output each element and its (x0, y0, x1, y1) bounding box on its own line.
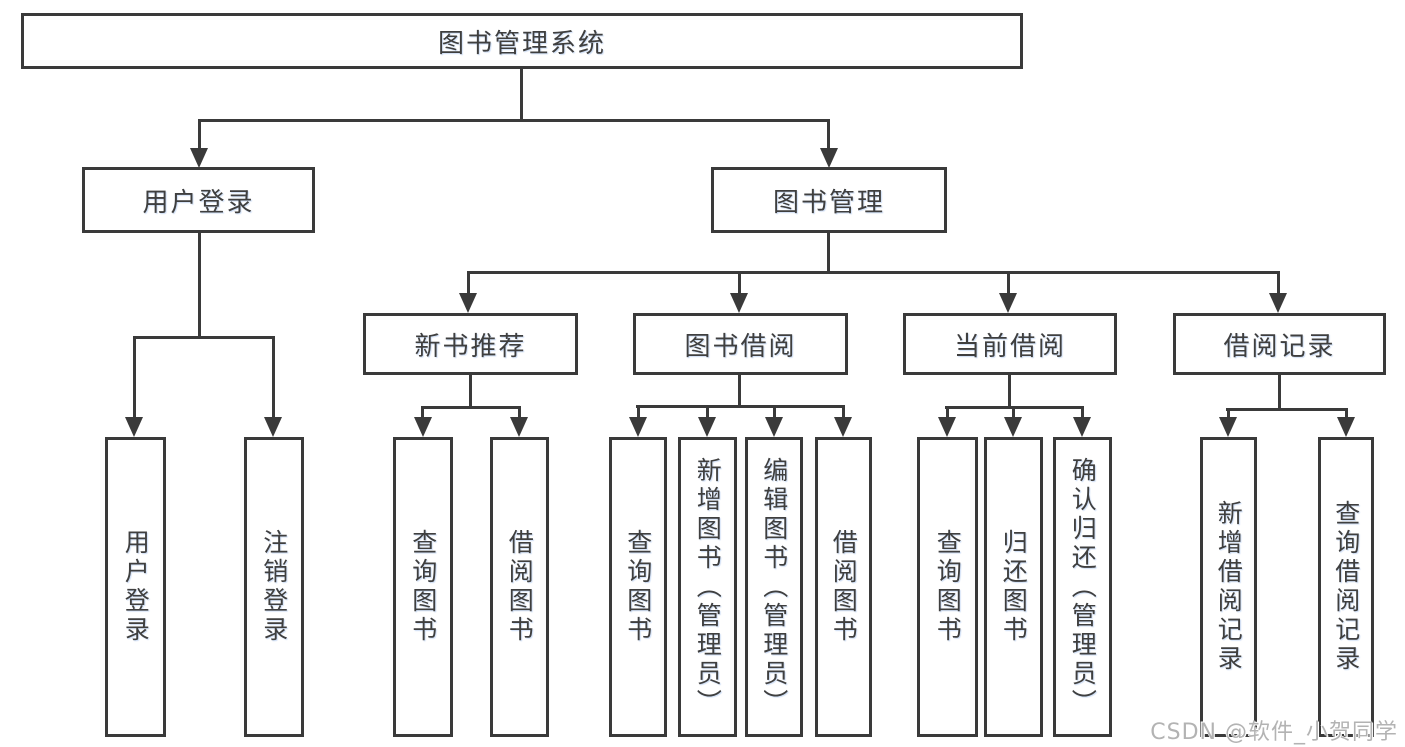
node-root-label: 图书管理系统 (437, 28, 606, 59)
connector-user-login-stem (198, 233, 201, 336)
node-leaf-br-add-record: 新增借阅记录 (1200, 437, 1257, 737)
arrow-down-icon (1004, 417, 1022, 437)
connector-drop-bb-edit (773, 405, 776, 419)
connector-drop-current-borrow (1007, 271, 1010, 295)
arrow-down-icon (264, 417, 282, 437)
node-leaf-bb-query-books: 查询图书 (609, 437, 667, 737)
node-new-book-rec-label: 新书推荐 (414, 331, 527, 362)
connector-root-stem (520, 69, 523, 119)
connector-root-bus (198, 119, 830, 122)
node-leaf-user-login: 用户登录 (105, 437, 166, 737)
arrow-down-icon (730, 293, 748, 313)
connector-drop-cb-query (946, 406, 949, 419)
connector-borrow-records-stem (1278, 375, 1281, 408)
connector-drop-bb-query (637, 405, 640, 419)
node-new-book-rec: 新书推荐 (363, 313, 578, 375)
node-leaf-nbr-borrow-books-label: 借阅图书 (505, 529, 535, 645)
connector-drop-user-login (198, 119, 201, 150)
node-leaf-bb-borrow-books-label: 借阅图书 (829, 529, 859, 645)
node-leaf-bb-add-books-label: 新增图书（管理员） (693, 456, 723, 718)
connector-book-borrow-stem (738, 375, 741, 406)
connector-drop-borrow-records (1277, 271, 1280, 295)
node-leaf-br-add-record-label: 新增借阅记录 (1214, 500, 1244, 674)
arrow-down-icon (698, 417, 716, 437)
connector-drop-book-borrow (738, 271, 741, 295)
node-borrow-records-label: 借阅记录 (1223, 331, 1336, 362)
connector-drop-br-add (1227, 408, 1230, 419)
arrow-down-icon (629, 417, 647, 437)
arrow-down-icon (1219, 417, 1237, 437)
node-leaf-bb-edit-books-label: 编辑图书（管理员） (759, 456, 789, 718)
node-leaf-cb-return-books: 归还图书 (984, 437, 1043, 737)
connector-drop-logout-leaf (272, 336, 275, 418)
node-leaf-user-login-label: 用户登录 (121, 529, 151, 645)
node-leaf-br-query-record: 查询借阅记录 (1318, 437, 1374, 737)
connector-current-borrow-stem (1008, 375, 1011, 407)
arrow-down-icon (510, 417, 528, 437)
node-book-borrow: 图书借阅 (633, 313, 848, 375)
node-leaf-br-query-record-label: 查询借阅记录 (1331, 500, 1361, 674)
node-book-mgmt: 图书管理 (711, 167, 947, 233)
node-user-login: 用户登录 (82, 167, 315, 233)
connector-drop-cb-confirm (1081, 406, 1084, 419)
node-leaf-cb-query-books: 查询图书 (917, 437, 978, 737)
node-leaf-bb-add-books: 新增图书（管理员） (678, 437, 737, 737)
node-leaf-cb-return-books-label: 归还图书 (999, 529, 1029, 645)
node-leaf-nbr-query-books: 查询图书 (393, 437, 453, 737)
node-leaf-nbr-query-books-label: 查询图书 (408, 529, 438, 645)
node-current-borrow: 当前借阅 (903, 313, 1117, 375)
node-book-mgmt-label: 图书管理 (772, 187, 885, 218)
node-leaf-nbr-borrow-books: 借阅图书 (490, 437, 549, 737)
arrow-down-icon (1269, 293, 1287, 313)
connector-drop-bb-add (706, 405, 709, 419)
arrow-down-icon (125, 417, 143, 437)
arrow-down-icon (190, 148, 208, 168)
connector-drop-user-login-leaf (133, 336, 136, 418)
node-leaf-bb-borrow-books: 借阅图书 (815, 437, 872, 737)
node-borrow-records: 借阅记录 (1173, 313, 1386, 375)
node-leaf-logout: 注销登录 (244, 437, 304, 737)
node-leaf-cb-confirm-return: 确认归还（管理员） (1053, 437, 1112, 737)
node-user-login-label: 用户登录 (142, 187, 255, 218)
connector-book-mgmt-bus (467, 271, 1280, 274)
connector-borrow-records-bus (1226, 408, 1347, 411)
watermark-text: CSDN @软件_小贺同学 (1150, 720, 1398, 745)
connector-new-book-rec-stem (469, 375, 472, 407)
connector-drop-nbr-borrow (518, 406, 521, 419)
node-leaf-bb-query-books-label: 查询图书 (623, 529, 653, 645)
connector-new-book-rec-bus (421, 406, 521, 409)
node-leaf-bb-edit-books: 编辑图书（管理员） (745, 437, 803, 737)
node-book-borrow-label: 图书借阅 (684, 331, 797, 362)
node-leaf-cb-query-books-label: 查询图书 (933, 529, 963, 645)
arrow-down-icon (459, 293, 477, 313)
connector-drop-book-mgmt (827, 119, 830, 150)
node-leaf-cb-confirm-return-label: 确认归还（管理员） (1068, 456, 1098, 718)
connector-drop-cb-return (1012, 406, 1015, 419)
node-root: 图书管理系统 (21, 13, 1023, 69)
arrow-down-icon (999, 293, 1017, 313)
connector-book-mgmt-stem (827, 233, 830, 271)
connector-drop-br-query (1345, 408, 1348, 419)
arrow-down-icon (938, 417, 956, 437)
arrow-down-icon (765, 417, 783, 437)
node-current-borrow-label: 当前借阅 (953, 331, 1066, 362)
arrow-down-icon (1337, 417, 1355, 437)
arrow-down-icon (820, 148, 838, 168)
connector-drop-new-book-rec (467, 271, 470, 295)
connector-user-login-bus (133, 336, 275, 339)
arrow-down-icon (1073, 417, 1091, 437)
connector-book-borrow-bus (636, 405, 845, 408)
connector-drop-bb-borrow (842, 405, 845, 419)
arrow-down-icon (834, 417, 852, 437)
connector-drop-nbr-query (421, 406, 424, 419)
arrow-down-icon (414, 417, 432, 437)
node-leaf-logout-label: 注销登录 (259, 529, 289, 645)
